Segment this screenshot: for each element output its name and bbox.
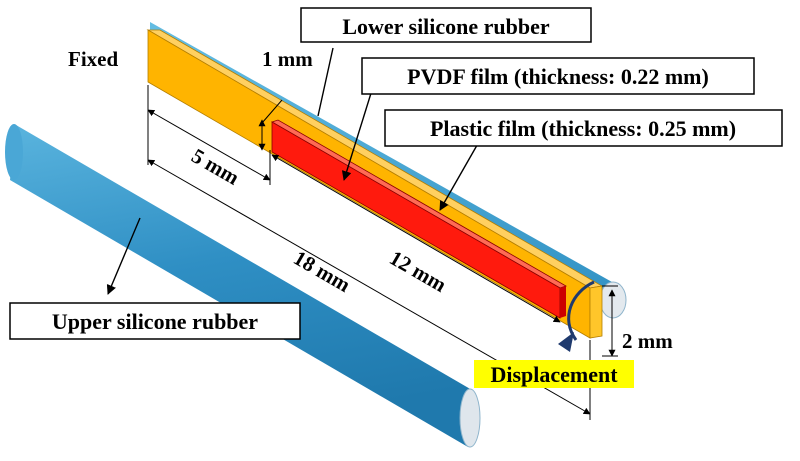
lower-silicone-label: Lower silicone rubber (342, 14, 550, 39)
displacement-label: Displacement (490, 362, 618, 387)
callout-plastic: Plastic film (thickness: 0.25 mm) (384, 109, 783, 147)
pvdf-label: PVDF film (thickness: 0.22 mm) (407, 64, 709, 89)
leader-lines (106, 47, 481, 295)
total-length-label: 18 mm (290, 246, 355, 298)
offset-dimension-label: 5 mm (188, 144, 244, 190)
fixed-label: Fixed (68, 47, 118, 71)
callout-lower-silicone: Lower silicone rubber (300, 7, 592, 43)
callout-upper-silicone: Upper silicone rubber (9, 302, 301, 340)
height-dimension-label: 2 mm (622, 329, 673, 353)
gap-dimension-label: 1 mm (262, 47, 313, 71)
displacement-callout: Displacement (474, 360, 634, 388)
pvdf-film (271, 119, 567, 319)
upper-silicone-label: Upper silicone rubber (52, 309, 258, 334)
plastic-label: Plastic film (thickness: 0.25 mm) (430, 116, 736, 141)
callout-pvdf: PVDF film (thickness: 0.22 mm) (361, 57, 755, 95)
